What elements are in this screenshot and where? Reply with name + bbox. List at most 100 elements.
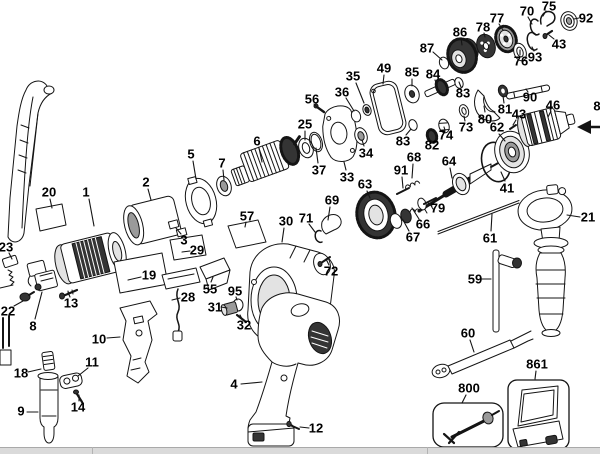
part-callout-84-64: 84: [425, 66, 441, 82]
leader-62-42: [498, 133, 506, 142]
part-46-chuck: [517, 107, 576, 147]
part-callout-31-24: 31: [207, 299, 223, 315]
leader-41-31: [500, 171, 506, 182]
inset-box-861: [507, 379, 570, 450]
leader-37-30: [315, 147, 319, 164]
part-83-washer-lower: [408, 119, 418, 131]
part-66-67-lock-parts: [389, 197, 427, 229]
part-70-retaining-ring: [529, 18, 540, 36]
part-callout-1-0: 1: [82, 184, 90, 200]
leader-861-74: [534, 370, 537, 380]
part-callout-20-16: 20: [41, 184, 57, 200]
part-31-sleeve: [220, 301, 239, 316]
part-84-pinion-shaft: [424, 78, 456, 98]
part-9-tube: [37, 372, 59, 444]
part-74-nut: [438, 118, 450, 134]
part-callout-93-71: 93: [527, 49, 543, 65]
leader-60-40: [469, 339, 475, 353]
part-callout-91-69: 91: [393, 162, 409, 178]
direction-arrow-icon: [577, 120, 600, 134]
part-callout-4-3: 4: [230, 376, 238, 392]
part-callout-11-10: 11: [85, 354, 99, 370]
part-callout-12-11: 12: [308, 420, 324, 436]
leader-21-17: [566, 214, 581, 218]
part-43-screw-upper: [542, 29, 554, 39]
part-4-handle-housing: [247, 292, 340, 447]
part-86-gear: [446, 37, 479, 74]
part-callout-3-2: 3: [180, 232, 188, 248]
leader-73-52: [463, 115, 466, 122]
leader-32-25: [239, 314, 243, 320]
part-callout-60-40: 60: [460, 325, 476, 341]
part-68-spring: [405, 180, 421, 190]
part-callout-43-32: 43: [551, 36, 567, 52]
leader-19-15: [127, 276, 142, 281]
leader-49-35: [382, 74, 385, 85]
leader-10-9: [106, 336, 121, 339]
part-35-bushing: [362, 104, 372, 116]
part-callout-66-45: 66: [415, 216, 431, 232]
part-callout-81-60: 81: [497, 101, 513, 117]
part-callout-10-9: 10: [91, 331, 107, 347]
page-edge-bar: [0, 447, 600, 454]
part-3-brushes: [167, 219, 188, 238]
part-callout-32-25: 32: [236, 317, 252, 333]
part-43-pin-lower: [509, 124, 517, 130]
part-20-label-plate: [35, 203, 67, 232]
part-callout-87-67: 87: [419, 40, 435, 56]
leader-35-28: [355, 82, 365, 104]
part-callout-57-38: 57: [239, 208, 255, 224]
leader-79-58: [427, 202, 433, 207]
inset-box-800: [432, 402, 504, 448]
part-49-gasket: [369, 80, 407, 136]
part-callout-9-8: 9: [17, 403, 25, 419]
leader-30-23: [281, 227, 285, 243]
leader-23-19: [8, 252, 13, 260]
part-callout-36-29: 36: [334, 84, 350, 100]
leader-78-57: [483, 32, 486, 38]
part-callout-6-5: 6: [253, 133, 261, 149]
leader-6-5: [258, 147, 263, 163]
leader-66-45: [411, 207, 420, 220]
leader-72-51: [325, 258, 330, 266]
part-callout-41-31: 41: [499, 180, 515, 196]
part-28-trigger-assembly: [161, 267, 201, 342]
part-callout-18-14: 18: [13, 365, 29, 381]
part-82-gear-small: [425, 128, 439, 144]
part-77-gear: [494, 24, 518, 54]
part-33-baffle-plate: [322, 105, 358, 162]
part-81-bearing: [497, 84, 509, 98]
part-8-switch: [26, 259, 58, 292]
part-callout-83-63: 83: [395, 133, 411, 149]
leader-93-71: [531, 46, 535, 52]
part-callout-56-37: 56: [304, 91, 320, 107]
part-callout-67-46: 67: [405, 229, 421, 245]
part-callout-55-36: 55: [202, 281, 218, 297]
leader-84-64: [434, 79, 438, 86]
leader-11-10: [77, 367, 89, 377]
leader-83-63: [405, 128, 412, 136]
leader-92-70: [573, 17, 580, 20]
part-callout-7-6: 7: [218, 155, 226, 171]
part-57-label-plate: [227, 219, 267, 249]
leader-2-1: [147, 188, 152, 201]
page-edge-tick: [427, 447, 428, 454]
part-11-cord-clamp: [59, 372, 83, 389]
part-55-wedge: [199, 257, 231, 291]
part-79-pin: [423, 197, 437, 205]
part-69-lock-lever: [321, 214, 342, 235]
part-callout-25-20: 25: [297, 116, 313, 132]
leader-64-44: [449, 167, 453, 179]
part-91-pin: [396, 187, 410, 195]
leader-61-41: [490, 213, 493, 232]
part-callout-62-42: 62: [489, 119, 505, 135]
leader-63-43: [366, 190, 371, 199]
leader-18-14: [27, 368, 42, 373]
part-63-clutch-ring: [355, 190, 397, 240]
part-5-retainer-ring: [184, 176, 218, 228]
leader-33-26: [343, 161, 347, 171]
part-callout-74-53: 74: [438, 127, 454, 143]
leader-55-36: [210, 276, 214, 283]
part-6-armature: [230, 135, 301, 187]
